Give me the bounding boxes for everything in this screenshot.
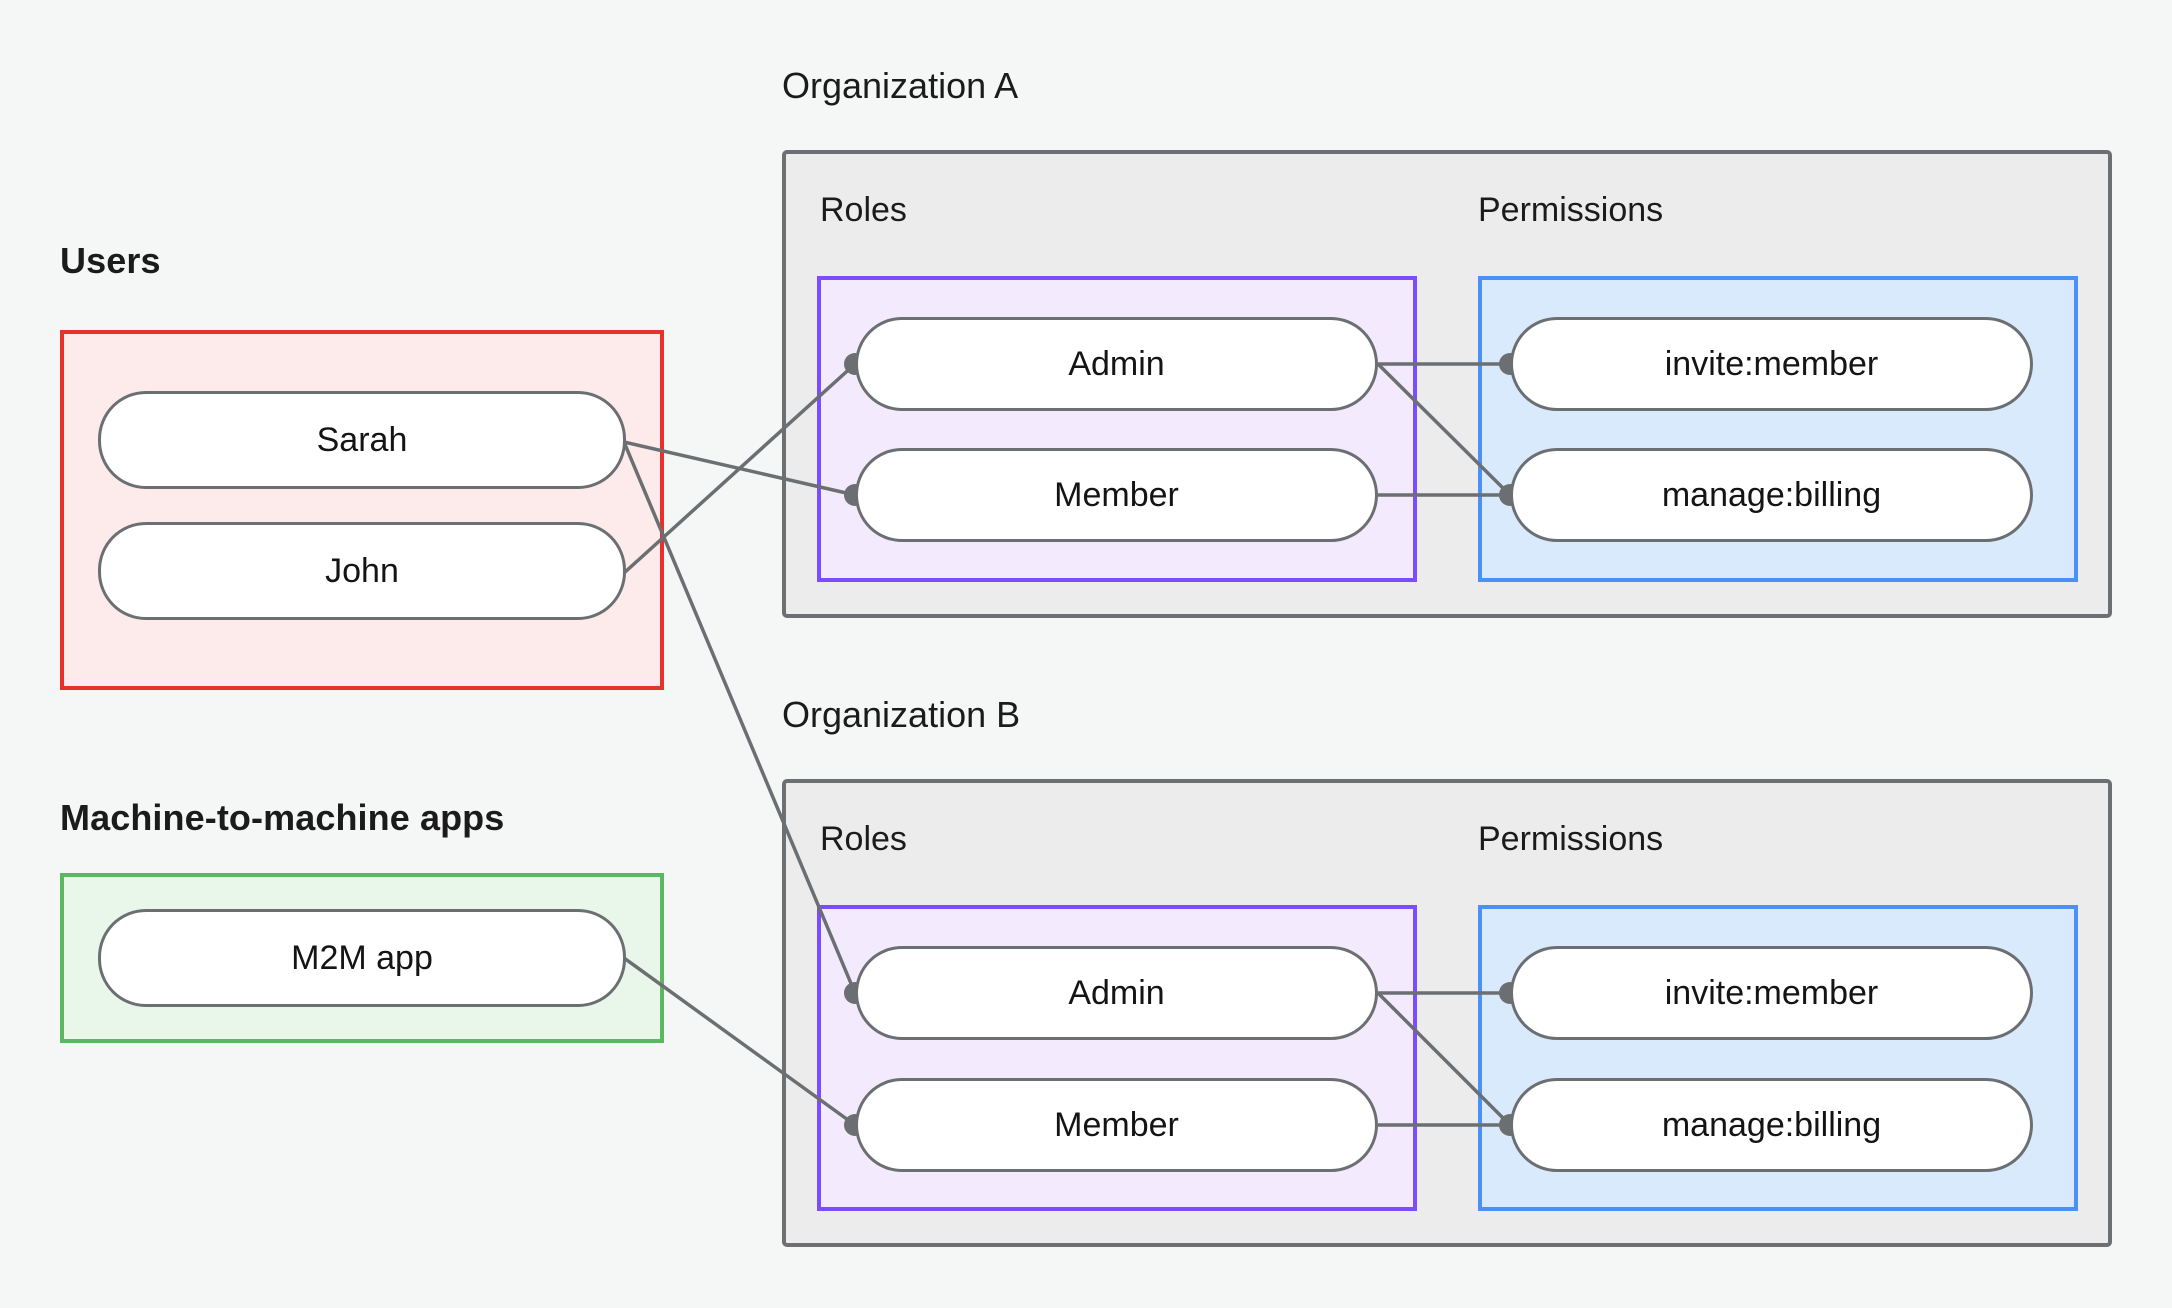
organization-b-permissions-label: Permissions xyxy=(1478,820,1664,858)
organization-a-label: Organization A xyxy=(782,65,1019,106)
organization-a-roles-label: Roles xyxy=(820,191,907,229)
permission-node-org-a-manage-billing[interactable]: manage:billing xyxy=(1510,448,2033,542)
m2m-group-label: Machine-to-machine apps xyxy=(60,797,505,838)
users-group-label: Users xyxy=(60,240,161,281)
role-node-org-b-member[interactable]: Member xyxy=(855,1078,1378,1172)
organization-b-roles-label: Roles xyxy=(820,820,907,858)
organization-b-label: Organization B xyxy=(782,694,1021,735)
permission-node-org-a-invite-member[interactable]: invite:member xyxy=(1510,317,2033,411)
m2m-node-app[interactable]: M2M app xyxy=(98,909,626,1007)
organization-a-permissions-label: Permissions xyxy=(1478,191,1664,229)
role-node-org-b-admin[interactable]: Admin xyxy=(855,946,1378,1040)
role-node-org-a-admin[interactable]: Admin xyxy=(855,317,1378,411)
permission-node-org-b-manage-billing[interactable]: manage:billing xyxy=(1510,1078,2033,1172)
permission-node-org-b-invite-member[interactable]: invite:member xyxy=(1510,946,2033,1040)
users-group-box xyxy=(60,330,664,690)
user-node-sarah[interactable]: Sarah xyxy=(98,391,626,489)
user-node-john[interactable]: John xyxy=(98,522,626,620)
role-node-org-a-member[interactable]: Member xyxy=(855,448,1378,542)
